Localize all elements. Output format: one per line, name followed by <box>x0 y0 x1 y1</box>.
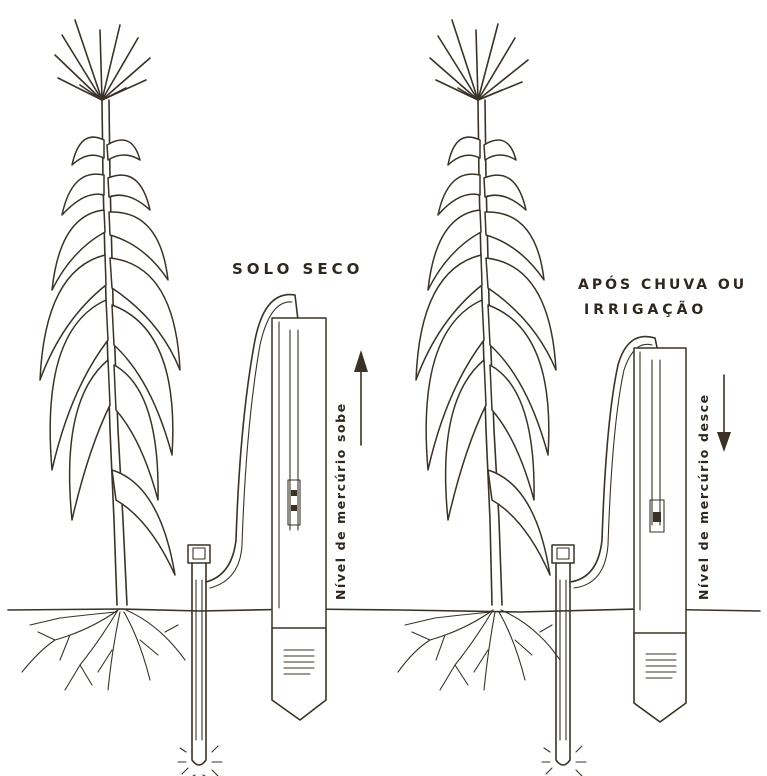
corn-plant-right <box>398 20 560 690</box>
arrow-down-icon <box>717 375 731 452</box>
mercury-label-left: Nível de mercúrio sobe <box>333 402 348 600</box>
mercury-label-right: Nível de mercúrio desce <box>696 393 711 600</box>
roots-left <box>22 610 185 690</box>
roots-right <box>398 610 560 690</box>
arrow-up-icon <box>354 350 368 445</box>
panel-after-rain: APÓS CHUVA OU IRRIGAÇÃO Nível de mercúri… <box>398 20 747 776</box>
condition-label-right-line2: IRRIGAÇÃO <box>584 301 707 318</box>
probe-tube-left <box>178 545 222 776</box>
tassel-right <box>430 20 528 100</box>
panel-dry-soil: SOLO SECO Nível de mercúrio sobe <box>22 20 368 776</box>
ceramic-cup-rays-right <box>542 746 586 776</box>
manometer-board-left <box>272 318 326 720</box>
ceramic-cup-rays-left <box>178 746 222 776</box>
condition-label-left: SOLO SECO <box>232 260 363 278</box>
corn-plant-left <box>22 20 185 690</box>
tassel-left <box>55 20 150 100</box>
manometer-board-right <box>634 348 686 722</box>
condition-label-right-line1: APÓS CHUVA OU <box>578 275 747 293</box>
